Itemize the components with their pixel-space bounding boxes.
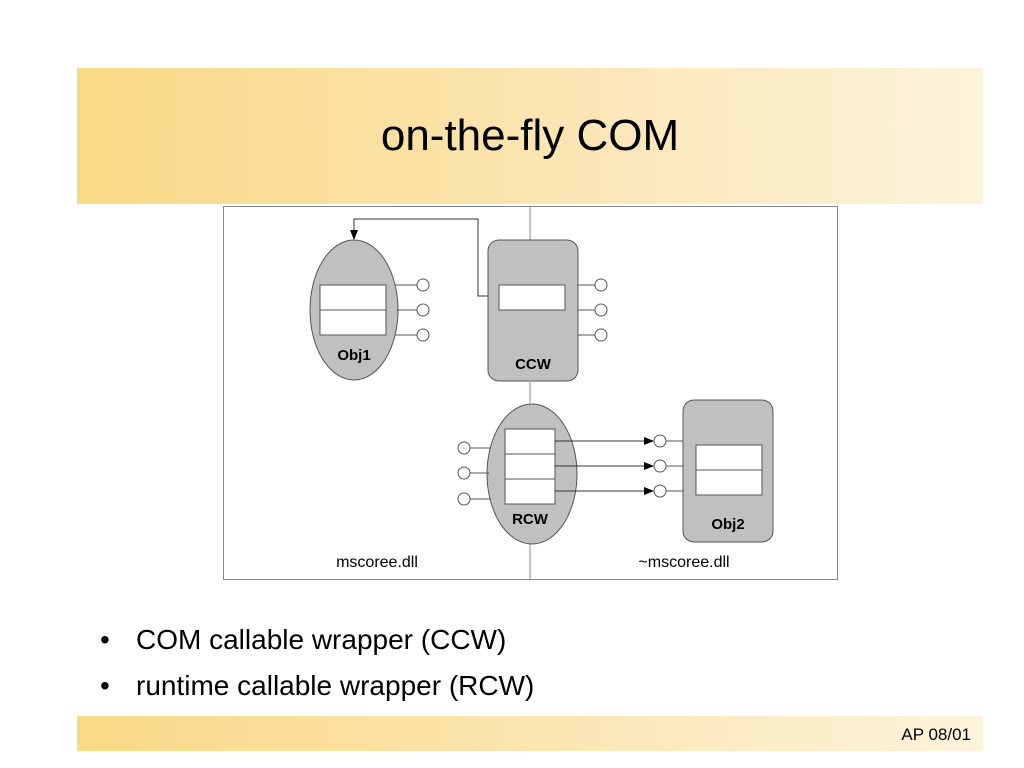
obj1-slot-1 bbox=[319, 284, 387, 311]
bullet-text: COM callable wrapper (CCW) bbox=[136, 624, 507, 655]
region-label-left: mscoree.dll bbox=[336, 554, 418, 571]
obj1-slot-2 bbox=[319, 309, 387, 336]
rcw-label: RCW bbox=[512, 511, 549, 528]
bullet-list: • COM callable wrapper (CCW) • runtime cal… bbox=[96, 617, 534, 709]
ccw-interfaces bbox=[578, 278, 608, 342]
footer-band: AP 08/01 bbox=[77, 716, 983, 751]
com-interop-diagram: Obj1 CCW bbox=[223, 206, 838, 580]
interface-lollipop bbox=[416, 278, 430, 292]
rcw-to-obj2-connectors bbox=[555, 437, 654, 495]
obj2-interfaces bbox=[653, 434, 683, 498]
interface-lollipop bbox=[416, 303, 430, 317]
bullet-dot-icon: • bbox=[100, 670, 110, 701]
interface-lollipop bbox=[457, 492, 471, 506]
interface-lollipop bbox=[653, 434, 667, 448]
rcw-node: RCW bbox=[457, 403, 578, 545]
ccw-label: CCW bbox=[515, 356, 552, 373]
region-label-right: ~mscoree.dll bbox=[638, 554, 729, 571]
rcw-slot-2 bbox=[504, 453, 556, 480]
rcw-slot-1 bbox=[504, 428, 556, 455]
obj2-label: Obj2 bbox=[711, 516, 744, 533]
obj2-slot-2 bbox=[695, 469, 763, 496]
interface-lollipop bbox=[594, 328, 608, 342]
bullet-item: • COM callable wrapper (CCW) bbox=[96, 617, 534, 663]
interface-lollipop bbox=[594, 303, 608, 317]
interface-lollipop bbox=[594, 278, 608, 292]
ccw-to-obj1-connector bbox=[350, 218, 499, 297]
interface-lollipop bbox=[416, 328, 430, 342]
obj1-label: Obj1 bbox=[337, 347, 370, 364]
obj2-node: Obj2 bbox=[653, 399, 774, 543]
interface-lollipop bbox=[457, 441, 471, 455]
interface-lollipop bbox=[653, 484, 667, 498]
interface-lollipop bbox=[457, 466, 471, 480]
diagram-canvas: Obj1 CCW bbox=[223, 206, 838, 580]
obj2-slot-1 bbox=[695, 444, 763, 471]
title-band: on-the-fly COM bbox=[77, 68, 983, 204]
bullet-item: • runtime callable wrapper (RCW) bbox=[96, 663, 534, 709]
interface-lollipop bbox=[653, 459, 667, 473]
obj1-node: Obj1 bbox=[309, 239, 430, 381]
obj1-interfaces bbox=[395, 278, 430, 342]
bullet-text: runtime callable wrapper (RCW) bbox=[136, 670, 535, 701]
slide-title: on-the-fly COM bbox=[380, 111, 680, 160]
rcw-slot-3 bbox=[504, 478, 556, 505]
ccw-node: CCW bbox=[487, 239, 608, 382]
rcw-interfaces bbox=[457, 441, 491, 506]
bullet-dot-icon: • bbox=[100, 624, 110, 655]
ccw-slot bbox=[498, 284, 566, 311]
footer-label: AP 08/01 bbox=[901, 725, 971, 744]
